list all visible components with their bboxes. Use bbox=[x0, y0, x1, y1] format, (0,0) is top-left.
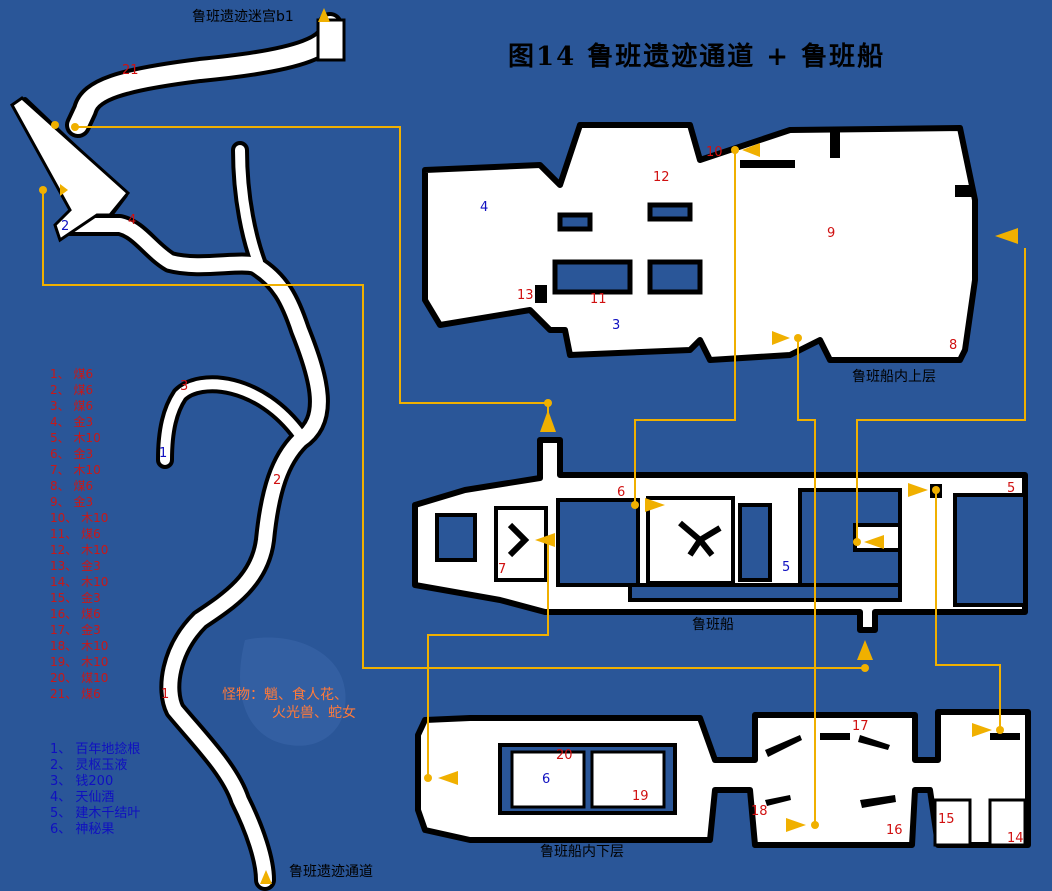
item-marker-6: 6 bbox=[542, 772, 551, 787]
item-legend-item: 3、 钱200 bbox=[50, 774, 114, 789]
item-marker-3: 3 bbox=[612, 318, 621, 333]
upper-deck-walls bbox=[535, 128, 975, 303]
chest-legend-item: 3、 煤6 bbox=[50, 399, 94, 413]
upper-deck bbox=[422, 122, 978, 363]
page-title: 图14 鲁班遗迹通道 + 鲁班船 bbox=[508, 42, 886, 72]
monster-line-2: 火光兽、蛇女 bbox=[272, 705, 356, 721]
chest-legend-item: 2、 煤6 bbox=[50, 383, 94, 397]
item-legend-item: 6、 神秘果 bbox=[50, 822, 115, 837]
chest-marker-7: 7 bbox=[498, 562, 507, 577]
chest-marker-11: 11 bbox=[590, 292, 607, 307]
chest-marker-3: 3 bbox=[180, 379, 189, 394]
chest-marker-18: 18 bbox=[751, 804, 768, 819]
chest-marker-10: 10 bbox=[706, 145, 723, 160]
chest-legend-item: 18、 木10 bbox=[50, 639, 109, 653]
caption-passage: 鲁班遗迹通道 bbox=[289, 864, 373, 880]
item-marker-1: 1 bbox=[159, 446, 168, 461]
chest-legend-item: 6、 金3 bbox=[50, 447, 94, 461]
chest-marker-9: 9 bbox=[827, 226, 836, 241]
chest-marker-6: 6 bbox=[617, 485, 626, 500]
item-marker-5: 5 bbox=[782, 560, 791, 575]
chest-marker-12: 12 bbox=[653, 170, 670, 185]
monster-line-1: 怪物：魈、食人花、 bbox=[222, 687, 348, 703]
lower-deck-rooms bbox=[510, 750, 1027, 847]
chest-marker-17: 17 bbox=[852, 719, 869, 734]
chest-marker-20: 20 bbox=[556, 748, 573, 763]
chest-marker-1: 1 bbox=[161, 687, 170, 702]
chest-legend: 1、 煤6 2、 煤6 3、 煤6 4、 金3 5、 木10 6、 金3 7、 木10 8、 … bbox=[50, 366, 108, 702]
chest-legend-item: 16、 煤6 bbox=[50, 607, 101, 621]
chest-marker-2: 2 bbox=[273, 473, 282, 488]
item-legend-item: 4、 天仙酒 bbox=[50, 790, 115, 805]
passage-top-room bbox=[316, 18, 346, 62]
chest-legend-item: 12、 木10 bbox=[50, 543, 109, 557]
chest-marker-4: 4 bbox=[128, 213, 137, 228]
passage-hall bbox=[10, 96, 131, 243]
monster-zone bbox=[240, 637, 346, 746]
chest-legend-item: 15、 金3 bbox=[50, 591, 101, 605]
item-marker-4: 4 bbox=[480, 200, 489, 215]
chest-legend-item: 21、 煤6 bbox=[50, 687, 101, 701]
caption-ship-lower: 鲁班船内下层 bbox=[540, 844, 624, 860]
chest-legend-item: 8、 煤6 bbox=[50, 479, 94, 493]
chest-legend-item: 4、 金3 bbox=[50, 415, 94, 429]
caption-maze-b1: 鲁班遗迹迷宫b1 bbox=[192, 9, 294, 25]
chest-marker-5: 5 bbox=[1007, 481, 1016, 496]
caption-ship-upper: 鲁班船内上层 bbox=[852, 369, 936, 385]
upper-deck-holes bbox=[552, 202, 703, 295]
chest-legend-item: 10、 木10 bbox=[50, 511, 109, 525]
chest-marker-8: 8 bbox=[949, 338, 958, 353]
caption-ship: 鲁班船 bbox=[692, 617, 734, 633]
lower-deck-walls bbox=[765, 733, 1020, 808]
chest-legend-item: 9、 金3 bbox=[50, 495, 94, 509]
chest-marker-13: 13 bbox=[517, 288, 534, 303]
entrance-markers bbox=[60, 8, 1018, 884]
chest-marker-14: 14 bbox=[1007, 831, 1024, 846]
chest-legend-item: 13、 金3 bbox=[50, 559, 101, 573]
item-legend-item: 2、 灵枢玉液 bbox=[50, 758, 128, 773]
chest-legend-item: 11、 煤6 bbox=[50, 527, 101, 541]
item-legend-item: 1、 百年地捻根 bbox=[50, 742, 141, 757]
chest-legend-item: 5、 木10 bbox=[50, 431, 101, 445]
chest-legend-item: 17、 金3 bbox=[50, 623, 101, 637]
item-legend-item: 5、 建木千结叶 bbox=[50, 806, 141, 821]
chest-marker-15: 15 bbox=[938, 812, 955, 827]
chest-legend-item: 20、 煤10 bbox=[50, 671, 109, 685]
route-dots bbox=[39, 121, 1004, 829]
chest-legend-item: 7、 木10 bbox=[50, 463, 101, 477]
route-lines bbox=[42, 126, 1026, 825]
chest-marker-16: 16 bbox=[886, 823, 903, 838]
item-marker-2: 2 bbox=[61, 219, 70, 234]
chest-marker-21: 21 bbox=[122, 63, 139, 78]
chest-legend-item: 14、 木10 bbox=[50, 575, 109, 589]
ship-claws bbox=[507, 520, 722, 558]
chest-marker-19: 19 bbox=[632, 789, 649, 804]
chest-legend-item: 19、 木10 bbox=[50, 655, 109, 669]
chest-legend-item: 1、 煤6 bbox=[50, 367, 94, 381]
